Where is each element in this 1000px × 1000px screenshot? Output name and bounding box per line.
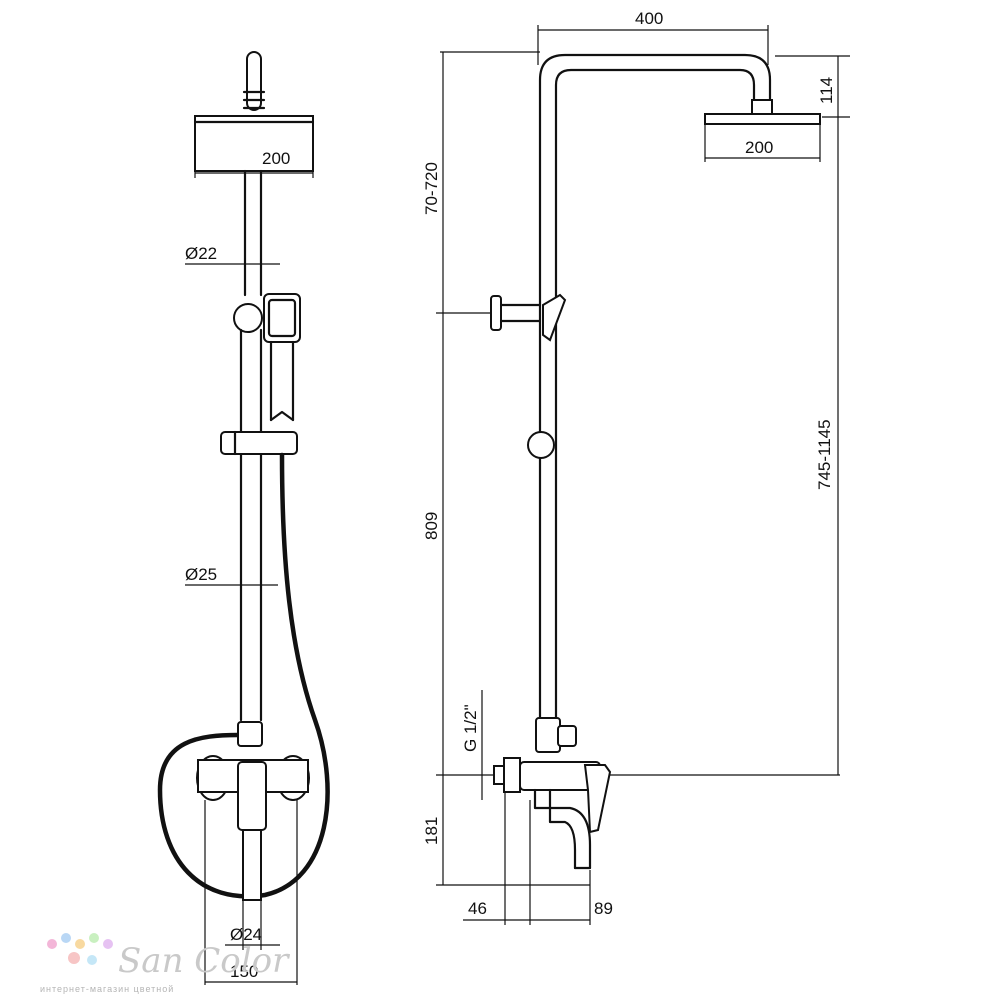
dim-height-adjust: 70-720 [422, 162, 441, 215]
front-mixer-lever [237, 761, 267, 831]
front-view: 200 Ø22 Ø25 [157, 51, 330, 985]
dim-thread: G 1/2" [461, 704, 480, 752]
front-rain-head [194, 115, 314, 172]
dim-rail-height: 809 [422, 512, 441, 540]
dim-side-head-width: 200 [745, 138, 773, 157]
side-shower-arm [538, 53, 772, 732]
front-diverter-knob [233, 303, 263, 333]
front-hand-shower [263, 293, 301, 343]
dim-side-arm-length: 400 [635, 9, 663, 28]
dim-mixer-width: 150 [230, 962, 258, 981]
side-mixer-lever [583, 764, 612, 834]
front-spout [242, 829, 262, 901]
dim-mixer-to-spout: 181 [422, 817, 441, 845]
dim-pipe-top-diameter: Ø22 [185, 244, 217, 263]
watermark-logo: San Color интернет-магазин цветной [40, 933, 290, 994]
watermark-brand: San Color [118, 941, 290, 981]
dim-spout-diameter: Ø24 [230, 925, 262, 944]
front-slide-bracket [220, 431, 298, 455]
side-spout [533, 788, 592, 870]
watermark-tagline: интернет-магазин цветной [40, 984, 174, 994]
side-view: 400 200 114 745-1145 70-720 809 181 [422, 9, 850, 925]
side-wall-bracket [490, 295, 502, 331]
side-diverter-lever [542, 293, 567, 342]
dim-total-range: 745-1145 [815, 419, 834, 490]
front-hose [157, 452, 330, 899]
side-slide-ball [527, 431, 555, 459]
side-rain-head [704, 113, 821, 125]
dim-side-head-height: 114 [817, 77, 836, 104]
dim-spout-reach: 89 [594, 899, 613, 918]
dim-front-head-width: 200 [262, 149, 290, 168]
dim-pipe-bottom-diameter: Ø25 [185, 565, 217, 584]
front-top-rod [246, 51, 262, 111]
dim-wall-offset: 46 [468, 899, 487, 918]
